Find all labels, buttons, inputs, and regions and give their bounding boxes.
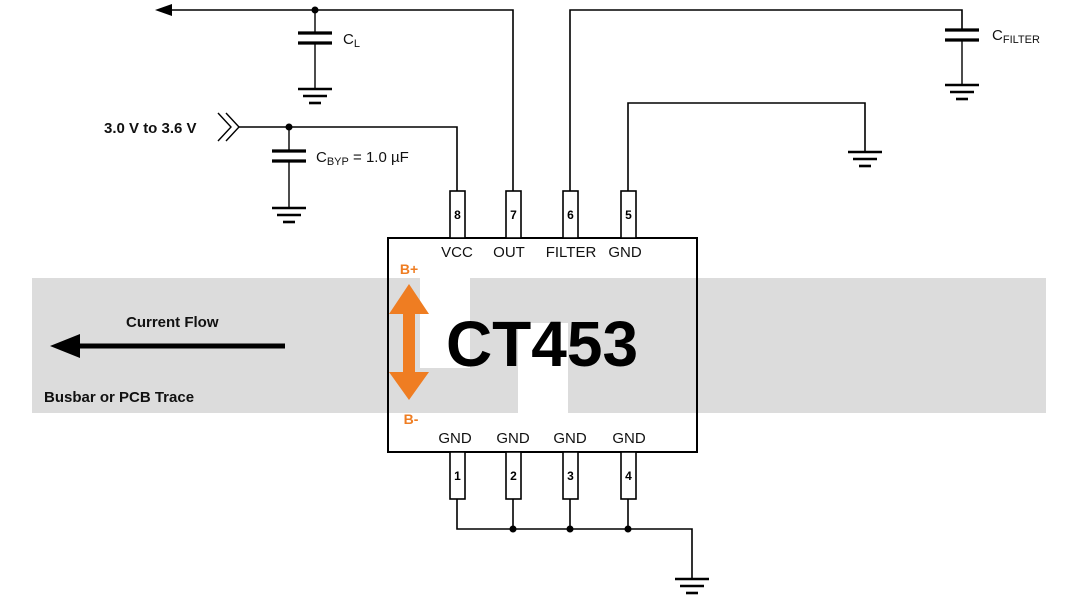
svg-text:2: 2 [510, 469, 517, 483]
pin-7: 7 [505, 190, 522, 239]
pin-3-name: GND [553, 430, 587, 447]
pin-4-name: GND [612, 430, 646, 447]
busbar-label: Busbar or PCB Trace [44, 389, 194, 406]
svg-text:1: 1 [454, 469, 461, 483]
pin5-gnd-net [627, 102, 882, 191]
cap-load-label: CL [343, 31, 360, 50]
pin-4: 4 [620, 451, 637, 500]
pin-7-name: OUT [493, 244, 525, 261]
pin-8-name: VCC [441, 244, 473, 261]
pin-5: 5 [620, 190, 637, 239]
cap-filter-label: CFILTER [992, 27, 1040, 46]
field-minus-label: B- [404, 411, 419, 427]
svg-text:3: 3 [567, 469, 574, 483]
chip-name: CT453 [446, 308, 638, 380]
pin-5-name: GND [608, 244, 642, 261]
current-flow-arrow [50, 334, 285, 358]
svg-text:5: 5 [625, 208, 632, 222]
chip-body [387, 237, 698, 453]
out-net [155, 4, 514, 191]
field-plus-label: B+ [400, 261, 418, 277]
vcc-net [217, 112, 458, 224]
pin-2-name: GND [496, 430, 530, 447]
svg-text:7: 7 [510, 208, 517, 222]
svg-text:4: 4 [625, 469, 632, 483]
pin-6-name: FILTER [546, 244, 597, 261]
pin-1-name: GND [438, 430, 472, 447]
pin-8: 8 [449, 190, 466, 239]
field-arrow [389, 284, 429, 400]
cap-bypass-label: CBYP = 1.0 µF [316, 149, 409, 168]
filter-net [569, 9, 979, 191]
pin-1: 1 [449, 451, 466, 500]
bottom-gnd-net [456, 499, 709, 595]
busbar-trace [32, 278, 1046, 413]
pin-2: 2 [505, 451, 522, 500]
svg-text:8: 8 [454, 208, 461, 222]
pin-6: 6 [562, 190, 579, 239]
pin-3: 3 [562, 451, 579, 500]
supply-label: 3.0 V to 3.6 V [104, 120, 197, 137]
current-flow-label: Current Flow [126, 314, 219, 331]
svg-text:6: 6 [567, 208, 574, 222]
